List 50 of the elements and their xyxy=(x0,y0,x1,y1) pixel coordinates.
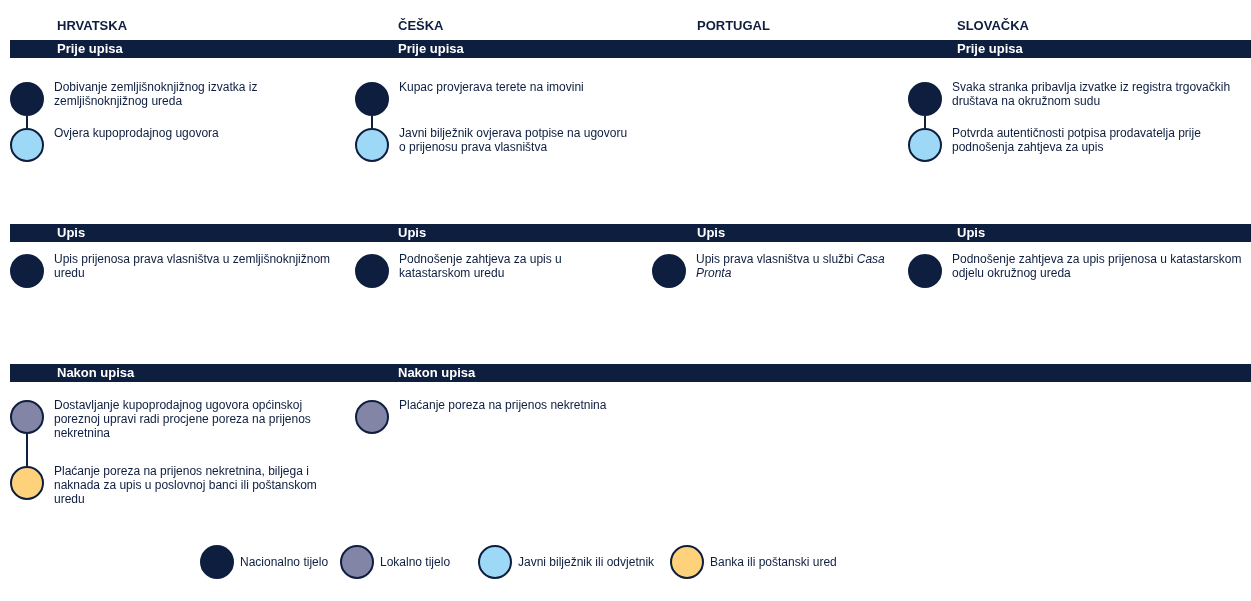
column-heading: ČEŠKA xyxy=(398,18,444,33)
column-heading: SLOVAČKA xyxy=(957,18,1029,33)
step-text: Dostavljanje kupoprodajnog ugovora općinskoj poreznoj upravi radi procjene poreza na prijenos nekretnina xyxy=(54,398,312,440)
step-circle xyxy=(10,400,44,434)
step-circle xyxy=(355,254,389,288)
phase-band xyxy=(10,40,1251,58)
step-circle xyxy=(908,254,942,288)
step-text: Podnošenje zahtjeva za upis u katastarskom uredu xyxy=(399,252,563,280)
step-text: Upis prava vlasništva u službi Casa Pronta xyxy=(696,252,886,280)
legend-label: Lokalno tijelo xyxy=(380,555,451,569)
phase-heading: Prije upisa xyxy=(57,41,123,56)
step-circle xyxy=(10,128,44,162)
step-text: Javni bilježnik ovjerava potpise na ugovoru o prijenosu prava vlasništva xyxy=(399,126,629,154)
step-text: Plaćanje poreza na prijenos nekretnina, biljega i naknada za upis u poslovnoj banci ili poštanskom uredu xyxy=(54,464,318,506)
phase-heading: Prije upisa xyxy=(398,41,464,56)
phase-heading: Nakon upisa xyxy=(57,365,135,380)
legend-label: Nacionalno tijelo xyxy=(240,555,329,569)
column-heading: PORTUGAL xyxy=(697,18,770,33)
step-text: Dobivanje zemljišnoknjižnog izvatka iz zemljišnoknjižnog ureda xyxy=(54,80,259,108)
phase-heading: Prije upisa xyxy=(957,41,1023,56)
step-text: Svaka stranka pribavlja izvatke iz registra trgovačkih društava na okružnom sudu xyxy=(952,80,1232,108)
step-text: Kupac provjerava terete na imovini xyxy=(399,80,585,94)
connector-line xyxy=(371,115,373,129)
phase-band xyxy=(10,364,1251,382)
phase-heading: Upis xyxy=(57,225,86,240)
step-circle xyxy=(908,82,942,116)
connector-line xyxy=(26,115,28,129)
step-text: Podnošenje zahtjeva za upis prijenosa u katastarskom odjelu okružnog ureda xyxy=(952,252,1242,280)
step-circle xyxy=(355,400,389,434)
phase-heading: Upis xyxy=(398,225,427,240)
step-text: Upis prijenosa prava vlasništva u zemljišnoknjižnom uredu xyxy=(54,252,332,280)
column-heading: HRVATSKA xyxy=(57,18,128,33)
step-circle xyxy=(652,254,686,288)
connector-line xyxy=(924,115,926,129)
phase-band xyxy=(10,224,1251,242)
connector-line xyxy=(26,433,28,467)
step-circle xyxy=(355,128,389,162)
step-circle xyxy=(10,466,44,500)
step-circle xyxy=(355,82,389,116)
legend-label: Banka ili poštanski ured xyxy=(710,555,837,569)
legend-label: Javni bilježnik ili odvjetnik xyxy=(518,555,655,569)
step-text: Plaćanje poreza na prijenos nekretnina xyxy=(399,398,608,412)
step-text: Ovjera kupoprodajnog ugovora xyxy=(54,126,220,140)
step-circle xyxy=(908,128,942,162)
phase-heading: Upis xyxy=(957,225,986,240)
step-circle xyxy=(10,254,44,288)
step-text: Potvrda autentičnosti potpisa prodavatelja prije podnošenja zahtjeva za upis xyxy=(952,126,1202,154)
step-circle xyxy=(10,82,44,116)
phase-heading: Nakon upisa xyxy=(398,365,476,380)
phase-heading: Upis xyxy=(697,225,726,240)
